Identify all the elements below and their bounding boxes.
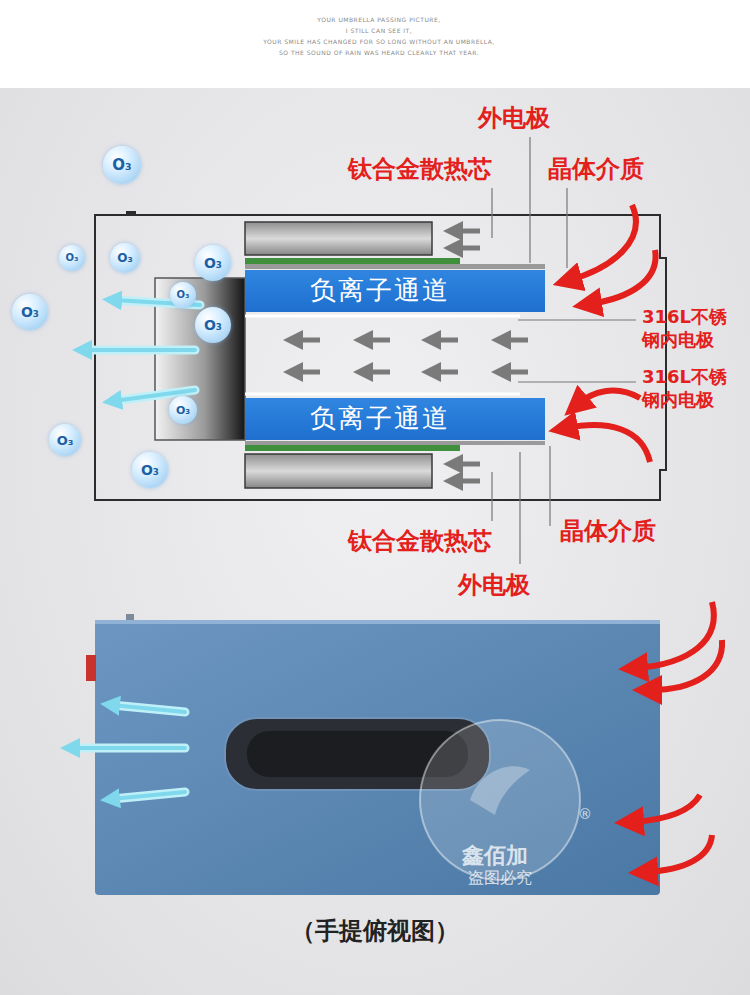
ozone-bubble: O₃: [169, 396, 197, 424]
leader-line: [518, 319, 636, 320]
ozone-text: O₃: [57, 434, 74, 447]
flow-arrow: [298, 370, 320, 375]
device-body: [95, 620, 660, 895]
header-line: YOUR SMILE HAS CHANGED FOR SO LONG WITHO…: [4, 38, 750, 46]
intake-arrow: [646, 835, 712, 872]
part-label: 外电极: [478, 103, 550, 133]
crystal-dielectric: [245, 445, 460, 451]
intake-arrow: [632, 795, 700, 822]
ozone-text: O₃: [112, 158, 131, 173]
watermark: 盗图必究: [468, 868, 532, 888]
power-switch: [86, 655, 96, 681]
outlet-arrow: [72, 746, 185, 750]
watermark-leaf: [470, 766, 530, 815]
ozone-bubble: O₃: [195, 245, 231, 281]
outlet-arrow-glow: [72, 744, 185, 753]
housing-outline: [95, 215, 666, 500]
ozone-text: O₃: [66, 253, 79, 263]
flow-arrow: [436, 338, 458, 343]
outer-electrode: [245, 264, 545, 269]
flow-arrow: [458, 246, 480, 251]
watermark-ring: [420, 720, 580, 880]
crystal-dielectric: [245, 258, 460, 264]
device-edge: [95, 620, 660, 624]
housing-notch: [126, 211, 136, 215]
header-line: YOUR UMBRELLA PASSING PICTURE,: [4, 16, 750, 24]
flow-arrow: [436, 370, 458, 375]
leader-line: [519, 452, 520, 564]
ozone-bubble: O₃: [170, 282, 196, 308]
flow-arrow: [506, 370, 528, 375]
flow-arrow: [458, 479, 480, 484]
leader-line: [529, 137, 530, 263]
ozone-bubble: O₃: [103, 146, 141, 184]
ozone-bubble: O₃: [110, 243, 140, 273]
leader-line: [549, 446, 550, 526]
leader-lines: [492, 137, 636, 564]
outlet-arrow: [112, 705, 185, 712]
part-label: 钛合金散热芯: [348, 154, 492, 184]
channel-text: 负离子通道: [310, 404, 450, 434]
caption: （手提俯视图）: [0, 916, 750, 947]
outlet-arrows: [84, 300, 200, 401]
flow-arrow: [506, 338, 528, 343]
ozone-bubble: O₃: [195, 307, 231, 343]
part-label: 316L不锈钢内电极: [642, 366, 734, 411]
ozone-bubble: O₃: [12, 294, 48, 330]
ion-channel-band: 负离子通道: [245, 398, 545, 440]
ozone-bubble: O₃: [132, 452, 168, 488]
outer-electrode: [245, 441, 545, 445]
outlet-arrow-glow: [112, 792, 185, 799]
flow-arrow: [458, 229, 480, 234]
leader-line: [491, 472, 492, 521]
titanium-core: [245, 454, 432, 488]
ozone-text: O₃: [117, 252, 132, 264]
header-line: I STILL CAN SEE IT,: [4, 27, 750, 35]
device-outlet-arrows: [72, 705, 185, 799]
intake-arrow: [650, 640, 722, 690]
inner-electrode: [245, 393, 520, 396]
part-label: 钛合金散热芯: [348, 526, 492, 556]
leader-line: [566, 188, 567, 268]
ozone-bubble: O₃: [59, 245, 85, 271]
device-knob: [126, 614, 134, 620]
outlet-arrow: [112, 792, 185, 799]
device-intake-arrows: [632, 602, 722, 872]
ozone-text: O₃: [204, 318, 222, 332]
watermark: ®: [578, 806, 592, 824]
ion-channel-band: 负离子通道: [245, 270, 545, 312]
inner-electrode: [245, 315, 520, 318]
intake-arrow: [566, 425, 650, 462]
titanium-core: [245, 222, 432, 255]
intake-arrow: [590, 250, 656, 304]
ozone-text: O₃: [204, 256, 222, 270]
flow-arrow: [368, 338, 390, 343]
outlet-arrow-glow: [84, 346, 195, 355]
ozone-text: O₃: [176, 405, 190, 416]
channel-text: 负离子通道: [310, 276, 450, 306]
leader-line: [518, 381, 636, 382]
watermark: 鑫佰加: [462, 842, 528, 870]
intake-arrow: [570, 205, 636, 280]
ozone-text: O₃: [177, 290, 190, 300]
leader-line: [491, 188, 492, 238]
flow-arrow: [298, 338, 320, 343]
header-line: SO THE SOUND OF RAIN WAS HEARD CLEARLY T…: [4, 49, 750, 57]
part-label: 外电极: [458, 570, 530, 600]
outlet-arrow-glow: [112, 705, 185, 712]
ozone-text: O₃: [21, 305, 39, 319]
part-label: 晶体介质: [548, 154, 644, 184]
ozone-bubble: O₃: [49, 424, 81, 456]
ozone-text: O₃: [141, 463, 159, 477]
flow-arrow: [458, 462, 480, 467]
flow-arrow: [368, 370, 390, 375]
part-label: 晶体介质: [560, 516, 656, 546]
grey-flow-arrows: [298, 231, 528, 481]
part-label: 316L不锈钢内电极: [642, 306, 734, 351]
intake-arrow: [636, 602, 714, 668]
outlet-arrow: [84, 348, 195, 352]
intake-arrow: [578, 391, 640, 404]
